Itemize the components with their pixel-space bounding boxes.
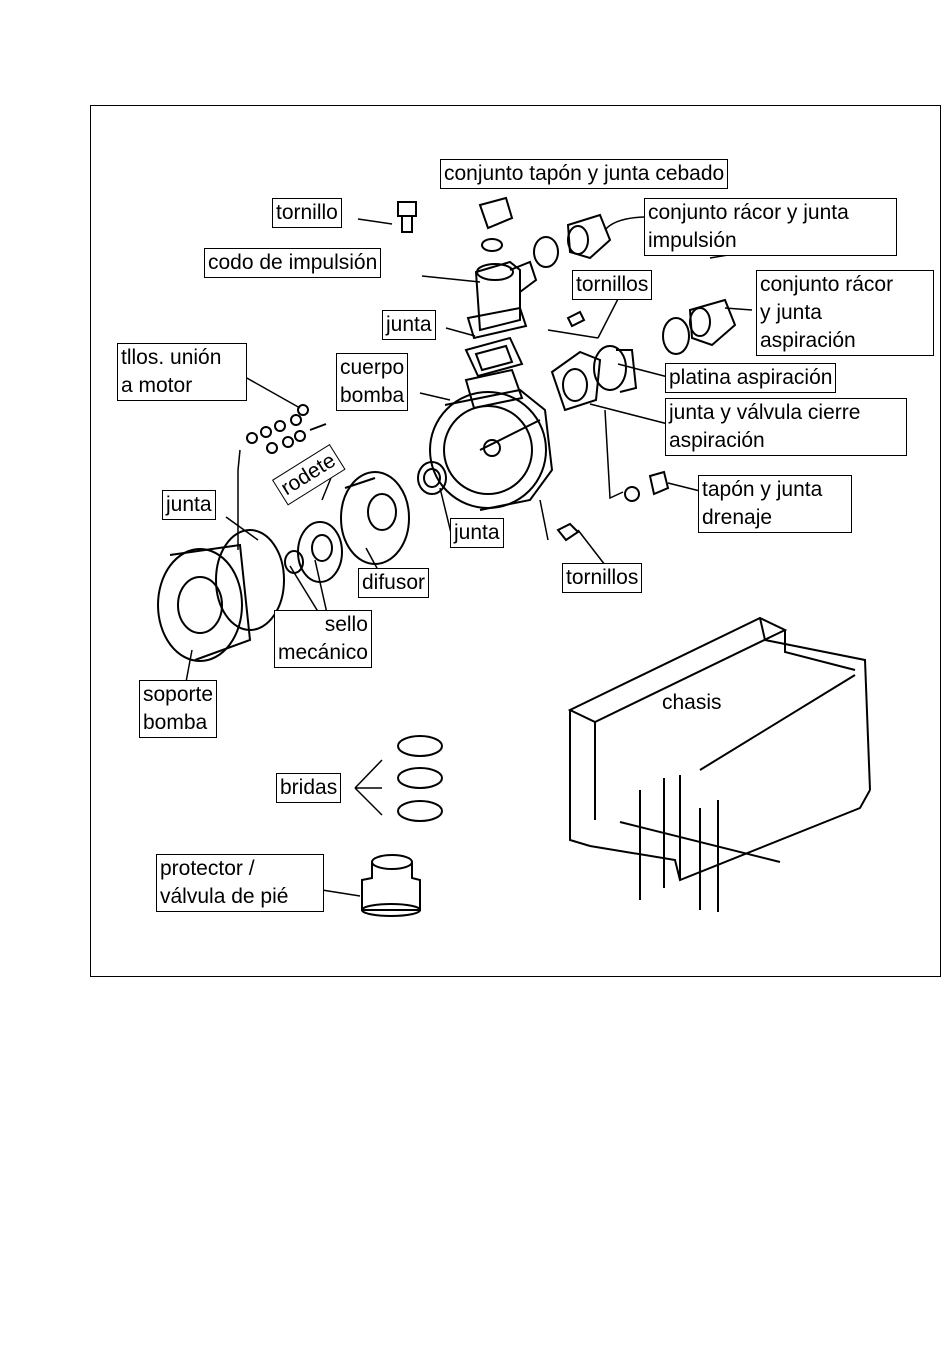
diffuser-icon [340, 471, 410, 565]
label-gasket-left: junta [162, 490, 216, 520]
suction-union-icon [662, 298, 737, 355]
label-screws-top: tornillos [572, 270, 653, 300]
diagram-frame [90, 105, 941, 977]
suction-plate-icon [550, 345, 638, 412]
pump-body-icon [429, 388, 554, 511]
discharge-union-icon [533, 213, 612, 268]
hose-clamps-icon [397, 735, 443, 822]
gasket-icon [464, 336, 524, 410]
discharge-elbow-icon [466, 260, 538, 340]
label-screw: tornillo [272, 198, 342, 228]
bolt-icon [556, 522, 580, 542]
foot-valve-icon [361, 854, 421, 917]
wear-ring-icon [417, 461, 447, 495]
label-screws-bottom: tornillos [562, 563, 643, 593]
impeller-icon [297, 521, 343, 583]
label-priming-cap: conjunto tapón y junta cebado [440, 159, 729, 189]
mechanical-seal-icon [284, 550, 304, 574]
label-gasket-mid: junta [450, 518, 504, 548]
label-clamps: bridas [276, 773, 342, 803]
drain-plug-icon [624, 470, 670, 502]
label-gasket-top: junta [382, 310, 436, 340]
chassis-frame-icon [567, 616, 871, 912]
label-chassis: chasis [662, 691, 722, 714]
pump-support-icon [157, 543, 252, 662]
o-ring-icon [215, 529, 285, 631]
label-discharge-elbow: codo de impulsión [204, 248, 382, 278]
label-suction-plate: platina aspiración [665, 363, 837, 393]
priming-cap-icon [478, 196, 514, 252]
label-diffuser: difusor [358, 568, 430, 598]
motor-bolts-icon [246, 404, 327, 454]
screw-icon [397, 201, 417, 233]
bolt-icon [566, 310, 586, 328]
label-foot-valve: protector /válvula de pié [156, 854, 324, 912]
